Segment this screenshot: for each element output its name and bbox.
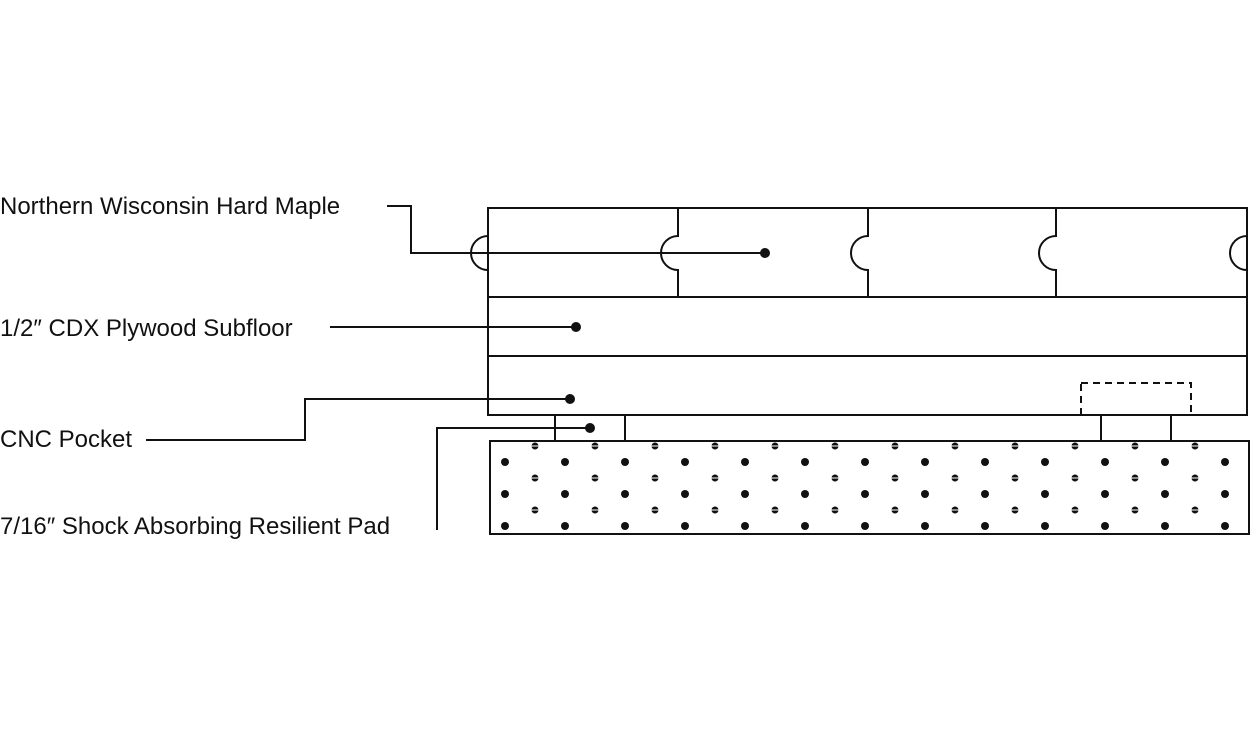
pad-dot: [981, 522, 989, 530]
pad-dot: [1161, 522, 1169, 530]
pad-dot: [681, 458, 689, 466]
pad-dot: [801, 458, 809, 466]
pad-dot: [1101, 522, 1109, 530]
label-plywood-subfloor: 1/2″ CDX Plywood Subfloor: [0, 315, 293, 342]
leader-line-maple: [387, 205, 765, 254]
board-joint: [850, 208, 869, 297]
pad-dot: [741, 458, 749, 466]
pad-dot: [921, 522, 929, 530]
pad-dot: [501, 458, 509, 466]
pad-dot: [981, 490, 989, 498]
label-cnc-pocket: CNC Pocket: [0, 426, 132, 453]
pad-dot: [861, 458, 869, 466]
pad-dot: [621, 458, 629, 466]
pad-dot: [561, 522, 569, 530]
pad-dot: [681, 522, 689, 530]
pad-dot: [1101, 490, 1109, 498]
pad-dot: [741, 490, 749, 498]
pad-dot: [621, 490, 629, 498]
leader-dot-pocket: [565, 394, 575, 404]
pad-dot: [1161, 458, 1169, 466]
leader-dot-pad: [585, 423, 595, 433]
pad-dot: [801, 490, 809, 498]
pad-dot: [1221, 522, 1229, 530]
tongue-groove-right: [1229, 235, 1248, 271]
pad-dot: [1161, 490, 1169, 498]
label-resilient-pad: 7/16″ Shock Absorbing Resilient Pad: [0, 513, 390, 540]
pad-dot: [861, 490, 869, 498]
pad-dot: [501, 522, 509, 530]
pad-dot-pattern: [501, 442, 1229, 530]
leader-dot-maple: [760, 248, 770, 258]
pad-dot: [921, 490, 929, 498]
pad-dot: [981, 458, 989, 466]
pad-dot: [1221, 458, 1229, 466]
pad-dot: [561, 490, 569, 498]
plywood-sheet-top: [487, 296, 1248, 357]
pad-dot: [741, 522, 749, 530]
pad-dot: [801, 522, 809, 530]
pad-dot: [561, 458, 569, 466]
pad-dot: [1041, 458, 1049, 466]
pad-dot: [861, 522, 869, 530]
resilient-pad: [489, 440, 1250, 535]
label-hard-maple: Northern Wisconsin Hard Maple: [0, 193, 340, 220]
leader-dot-plywood: [571, 322, 581, 332]
pad-dot: [1221, 490, 1229, 498]
board-joint: [1038, 208, 1057, 297]
pad-dot: [1041, 522, 1049, 530]
leader-line-pocket: [146, 398, 570, 441]
pad-dot: [621, 522, 629, 530]
pad-dot: [1041, 490, 1049, 498]
pad-dot: [501, 490, 509, 498]
plywood-sheet-bottom: [487, 355, 1248, 416]
pad-dot: [921, 458, 929, 466]
pad-supports: [554, 414, 1172, 442]
leader-line-pad: [436, 427, 590, 530]
pad-dot: [1101, 458, 1109, 466]
pad-dot: [681, 490, 689, 498]
